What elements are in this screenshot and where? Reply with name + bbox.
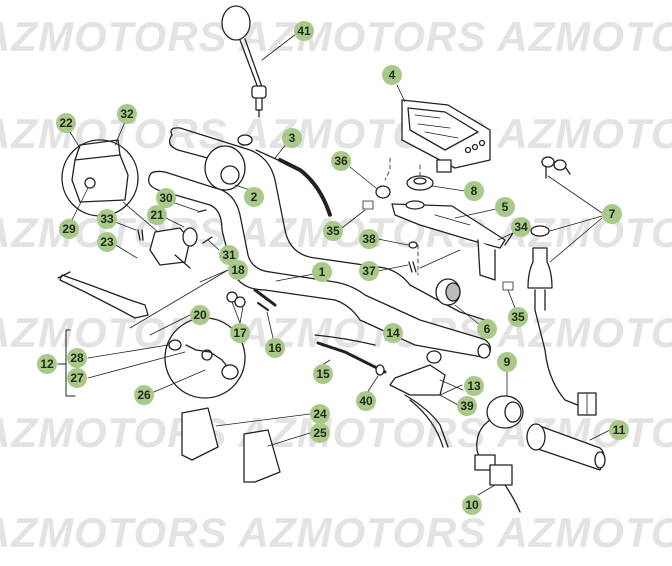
callout-38[interactable]: 38	[359, 229, 379, 249]
callout-22[interactable]: 22	[56, 113, 76, 133]
callout-10[interactable]: 10	[462, 495, 482, 515]
grip-part	[526, 423, 611, 471]
sticker-part	[502, 281, 516, 309]
callout-16[interactable]: 16	[265, 338, 285, 358]
callout-23[interactable]: 23	[97, 232, 117, 252]
watermark-row: AZMOTORS AZMOTORS AZMOTORS A	[0, 509, 672, 556]
watermark-row: AZMOTORS AZMOTORS AZMOTORS A	[0, 13, 672, 60]
callout-37[interactable]: 37	[359, 261, 379, 281]
callout-1[interactable]: 1	[312, 262, 332, 282]
callout-3[interactable]: 3	[282, 128, 302, 148]
callout-41[interactable]: 41	[294, 21, 314, 41]
callout-39[interactable]: 39	[457, 396, 477, 416]
callout-30[interactable]: 30	[156, 188, 176, 208]
callout-15[interactable]: 15	[313, 364, 333, 384]
light-switch-part	[474, 371, 524, 513]
connector-part	[577, 392, 597, 416]
bracket-part	[341, 200, 506, 281]
callout-12[interactable]: 12	[37, 354, 57, 374]
callout-29[interactable]: 29	[59, 219, 79, 239]
callout-33[interactable]: 33	[97, 209, 117, 229]
callout-13[interactable]: 13	[464, 376, 484, 396]
handlebar-part	[147, 127, 491, 359]
callout-14[interactable]: 14	[383, 323, 403, 343]
bolt-part	[377, 238, 418, 273]
callout-7[interactable]: 7	[602, 204, 622, 224]
callout-21[interactable]: 21	[147, 205, 167, 225]
callout-35[interactable]: 35	[323, 221, 343, 241]
watermark-row: AZMOTORS AZMOTORS AZMOTORS A	[0, 309, 672, 356]
parts-bags	[181, 407, 311, 483]
callout-27[interactable]: 27	[67, 368, 87, 388]
callout-34[interactable]: 34	[511, 217, 531, 237]
brake-lever-part	[314, 334, 464, 448]
reservoir-detail-circle	[61, 121, 159, 233]
callout-6[interactable]: 6	[477, 319, 497, 339]
master-cylinder-part	[113, 201, 220, 269]
callout-18[interactable]: 18	[228, 260, 248, 280]
callout-11[interactable]: 11	[609, 420, 629, 440]
callout-4[interactable]: 4	[382, 65, 402, 85]
callout-5[interactable]: 5	[495, 197, 515, 217]
ignition-switch-part	[527, 156, 603, 411]
callout-35-right[interactable]: 35	[508, 307, 528, 327]
callout-26[interactable]: 26	[134, 385, 154, 405]
callout-2[interactable]: 2	[244, 187, 264, 207]
damper-rubber-part	[349, 166, 466, 199]
callout-32[interactable]: 32	[117, 104, 137, 124]
mirror-part	[221, 5, 297, 118]
callout-8[interactable]: 8	[464, 181, 484, 201]
callout-36[interactable]: 36	[331, 151, 351, 171]
callout-20[interactable]: 20	[190, 305, 210, 325]
piston-detail-circle	[87, 317, 246, 399]
assembly-guide-lines	[384, 157, 461, 276]
callout-24[interactable]: 24	[310, 404, 330, 424]
callout-9[interactable]: 9	[497, 352, 517, 372]
callout-40[interactable]: 40	[356, 391, 376, 411]
callout-28[interactable]: 28	[67, 348, 87, 368]
callout-17[interactable]: 17	[230, 323, 250, 343]
collar-part	[435, 278, 481, 326]
instrument-cluster-part	[396, 84, 491, 173]
throttle-part	[204, 134, 332, 217]
clutch-lever-part	[57, 269, 277, 397]
callout-25[interactable]: 25	[310, 423, 330, 443]
